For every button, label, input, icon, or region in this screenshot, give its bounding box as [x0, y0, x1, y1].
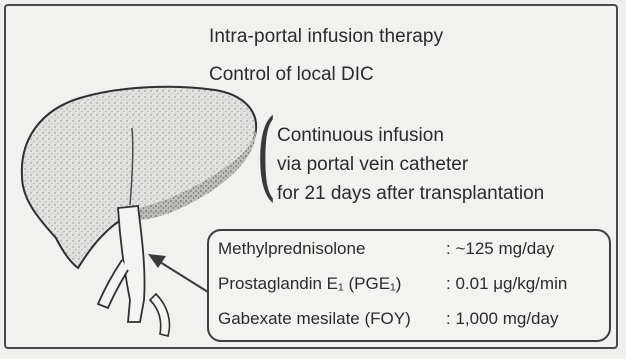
drug-dose: : 1,000 mg/day [446, 309, 558, 329]
drug-row: Methylprednisolone : ~125 mg/day [218, 239, 608, 265]
drug-name: Prostaglandin E₁ (PGE₁) [218, 274, 401, 294]
drug-dose: : 0.01 μg/kg/min [446, 274, 567, 294]
drug-list-box: Methylprednisolone : ~125 mg/day Prostag… [207, 229, 611, 342]
bracket: ( [256, 107, 277, 203]
catheter-arrow [160, 262, 208, 292]
catheter [150, 294, 170, 336]
drug-dose: : ~125 mg/day [446, 239, 554, 259]
infusion-line: Continuous infusion [277, 121, 544, 150]
drug-name: Methylprednisolone [218, 239, 365, 259]
drug-row: Gabexate mesilate (FOY) : 1,000 mg/day [218, 309, 608, 335]
figure-subtitle: Control of local DIC [209, 64, 374, 86]
infusion-line: via portal vein catheter [277, 150, 544, 179]
catheter-arrow-head [148, 254, 166, 268]
drug-name: Gabexate mesilate (FOY) [218, 309, 411, 329]
figure-title: Intra-portal infusion therapy [209, 26, 443, 48]
drug-row: Prostaglandin E₁ (PGE₁) : 0.01 μg/kg/min [218, 274, 608, 300]
portal-vein-branch [98, 260, 128, 308]
infusion-description: Continuous infusion via portal vein cath… [277, 121, 544, 208]
infusion-line: for 21 days after transplantation [277, 179, 544, 208]
